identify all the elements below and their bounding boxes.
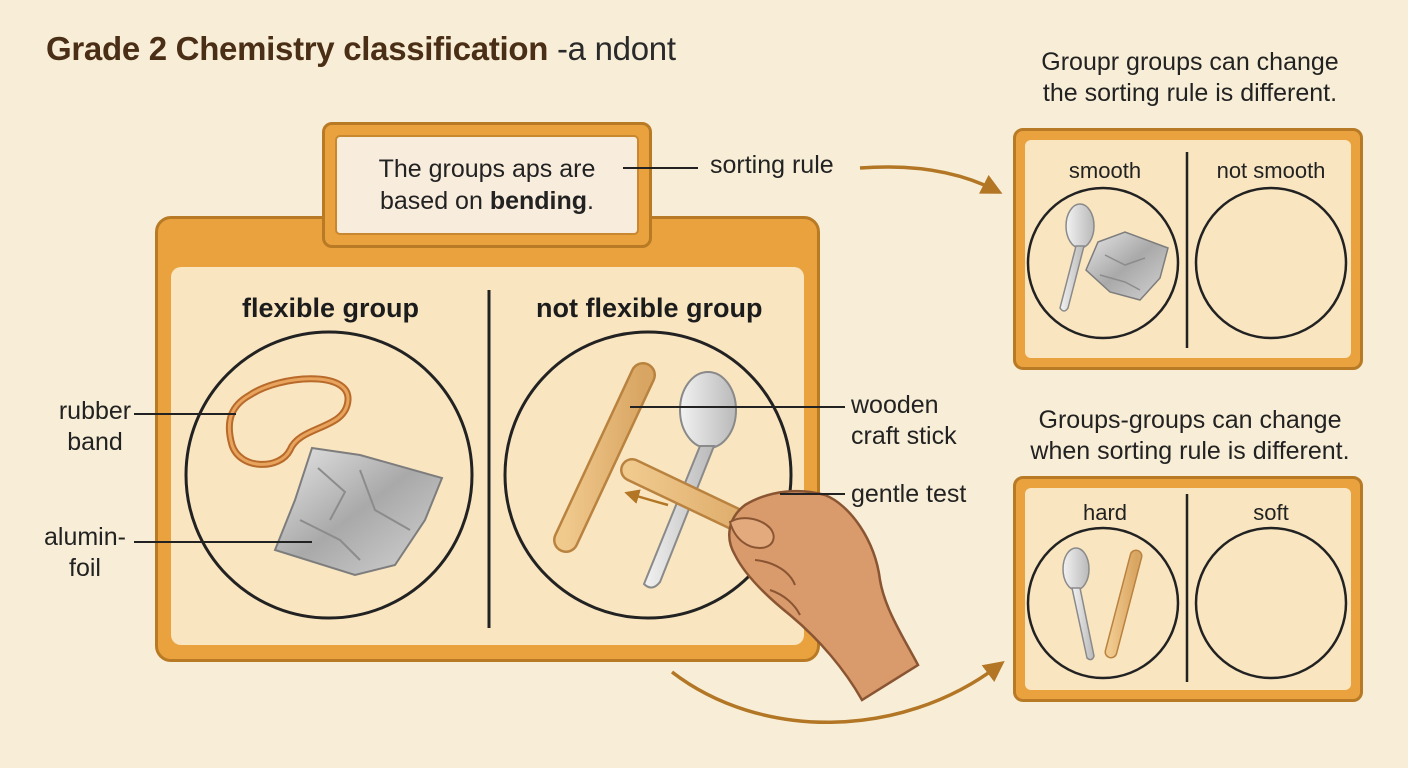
page-title: Grade 2 Chemistry classification -a ndon… <box>46 30 676 67</box>
top-spoon-icon <box>1059 203 1095 312</box>
soft-group-heading: soft <box>1253 500 1289 525</box>
bend-arrow <box>624 489 669 507</box>
rubber-band-highlight <box>227 377 350 466</box>
smooth-circle <box>1026 186 1180 340</box>
foil-creases <box>299 467 411 561</box>
not-smooth-group-heading: not smooth <box>1216 158 1326 183</box>
smooth-group-heading: smooth <box>1068 158 1142 183</box>
bottom-craft-stick-icon <box>1104 549 1143 659</box>
not-flexible-group-circle <box>503 330 793 620</box>
soft-circle <box>1194 526 1348 680</box>
not-smooth-circle <box>1194 186 1348 340</box>
gentle-test-label: gentle test <box>851 480 967 508</box>
arrow-to-top-panel <box>859 165 1003 194</box>
bottom-spoon-icon <box>1062 547 1095 661</box>
sorting-rule-text: The groups aps are based on bending. <box>335 135 639 235</box>
sorting-rule-box: The groups aps are based on bending. <box>322 122 652 248</box>
aluminum-foil-icon <box>273 446 444 577</box>
hard-group-heading: hard <box>1082 500 1128 525</box>
not-flexible-group-heading: not flexible group <box>536 293 763 323</box>
spoon-icon <box>642 371 737 589</box>
aluminum-foil-label: alumin-foil <box>44 523 126 582</box>
flexible-group-circle <box>184 330 474 620</box>
hard-circle <box>1026 526 1180 680</box>
hand-icon <box>728 489 920 702</box>
arrow-to-bottom-panel <box>670 660 1005 724</box>
sorting-rule-label: sorting rule <box>710 151 834 179</box>
craft-stick-icon <box>553 362 656 553</box>
top-foil-icon <box>1085 231 1169 301</box>
flexible-group-heading: flexible group <box>242 293 420 323</box>
